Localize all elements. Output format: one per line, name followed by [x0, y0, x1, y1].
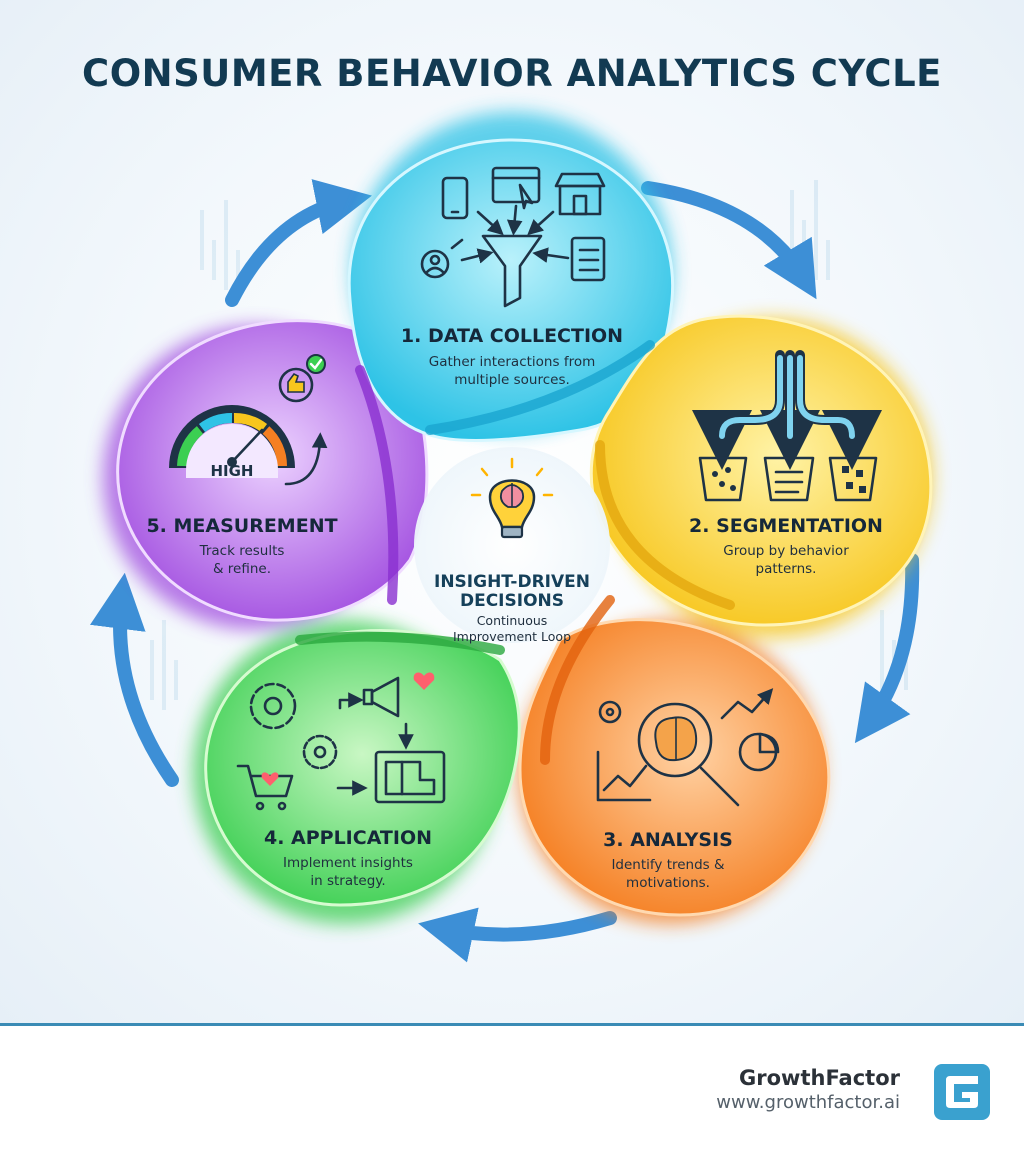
step-3-desc-line-1: Identify trends &	[611, 857, 725, 873]
gear-icon	[598, 700, 622, 724]
measurement-icons: HIGH	[169, 354, 328, 486]
outer-cycle-arrows	[90, 179, 920, 963]
megaphone-icon	[362, 676, 400, 718]
footer: GrowthFactor www.growthfactor.ai	[0, 1026, 1024, 1154]
step-2-desc-line-2: patterns.	[756, 561, 817, 577]
gauge-icon: HIGH	[169, 405, 328, 486]
heart-icon	[413, 672, 435, 690]
center-subtitle-line-1: Continuous	[477, 613, 548, 628]
petal-analysis	[518, 618, 831, 917]
brand-url[interactable]: www.growthfactor.ai	[716, 1092, 900, 1113]
center-subtitle-line-2: Improvement Loop	[453, 629, 571, 644]
step-1-desc-line-1: Gather interactions from	[429, 354, 595, 370]
thumbs-up-icon	[278, 367, 314, 403]
check-icon	[306, 354, 326, 374]
footer-divider	[0, 1023, 1024, 1026]
petal-segmentation	[589, 314, 933, 627]
outer-arrow-2-to-3	[854, 553, 920, 744]
application-icons	[236, 672, 446, 811]
step-5-desc-line-2: & refine.	[213, 561, 271, 577]
step-5-title: 5. MEASUREMENT	[146, 515, 337, 537]
page-title: CONSUMER BEHAVIOR ANALYTICS CYCLE	[82, 52, 942, 95]
outer-arrow-3-to-4	[418, 907, 617, 963]
storefront-icon	[554, 172, 606, 216]
inner-swirl-orange	[540, 595, 615, 765]
step-3-title: 3. ANALYSIS	[603, 829, 733, 851]
funnel-icon	[481, 234, 543, 308]
brand-name: GrowthFactor	[739, 1066, 900, 1090]
step-4-title: 4. APPLICATION	[264, 827, 432, 849]
bucket-icon	[763, 456, 815, 502]
step-2-title: 2. SEGMENTATION	[689, 515, 883, 537]
clipboard-checklist-icon	[570, 236, 606, 282]
background-binary-pattern	[150, 180, 908, 710]
center-hub: INSIGHT-DRIVEN DECISIONS Continuous Impr…	[414, 447, 610, 644]
bucket-icon	[828, 456, 878, 502]
growthfactor-logo	[934, 1064, 990, 1120]
brain-magnifier-icon	[637, 702, 740, 807]
step-4-desc-line-1: Implement insights	[283, 855, 413, 871]
line-chart-icon	[596, 750, 652, 802]
outer-arrow-4-to-5	[90, 572, 179, 787]
segmentation-icons	[692, 350, 882, 502]
inner-swirl-arrows	[295, 340, 735, 765]
step-1-desc-line-2: multiple sources.	[454, 372, 570, 388]
inner-swirl-green	[295, 631, 505, 655]
outer-arrow-1-to-2	[641, 181, 817, 300]
step-1-title: 1. DATA COLLECTION	[401, 325, 623, 347]
center-title-line-1: INSIGHT-DRIVEN	[434, 572, 590, 592]
inner-swirl-purple	[355, 365, 399, 605]
gears-icon	[249, 682, 338, 770]
browser-cursor-icon	[491, 166, 541, 210]
lightbulb-brain-icon	[470, 457, 554, 539]
step-5-desc-line-1: Track results	[199, 543, 285, 559]
outer-arrow-5-to-1	[225, 179, 372, 307]
analysis-icons	[596, 688, 780, 807]
pie-chart-icon	[738, 732, 780, 772]
step-2-desc-line-1: Group by behavior	[723, 543, 849, 559]
person-icon	[420, 238, 464, 279]
diagram-stage: CONSUMER BEHAVIOR ANALYTICS CYCLE	[0, 0, 1024, 1025]
cycle-diagram: INSIGHT-DRIVEN DECISIONS Continuous Impr…	[90, 112, 933, 963]
bucket-icon	[698, 456, 748, 502]
step-4-desc-line-2: in strategy.	[310, 873, 385, 889]
mobile-phone-icon	[441, 176, 469, 220]
gauge-label: HIGH	[210, 462, 253, 480]
step-3-desc-line-2: motivations.	[626, 875, 710, 891]
data-collection-icons	[420, 166, 606, 308]
inner-swirl-yellow	[595, 440, 735, 610]
center-title-line-2: DECISIONS	[460, 591, 564, 611]
inner-swirl-teal	[425, 340, 655, 435]
shopping-cart-icon	[236, 764, 294, 811]
blueprint-icon	[374, 750, 446, 804]
